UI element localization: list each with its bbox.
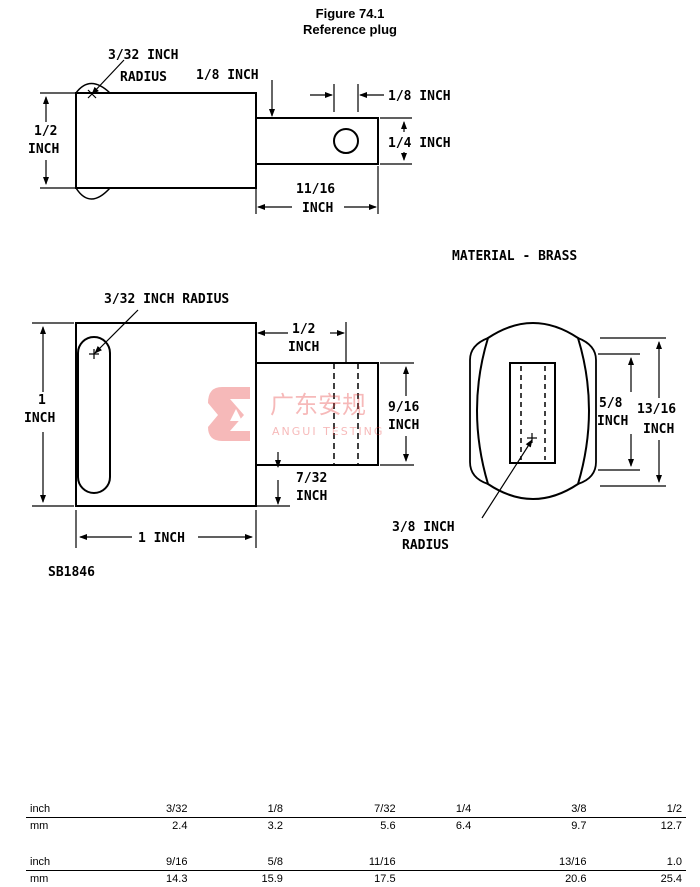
label-thirteen-sixteenths-2: INCH	[643, 422, 674, 437]
conversion-unit: mm	[26, 818, 96, 835]
front-view-body	[76, 323, 256, 506]
top-view-radius-top	[76, 84, 110, 94]
end-view-blade	[510, 363, 555, 463]
conversion-unit: inch	[26, 854, 96, 871]
conversion-value: 3/8	[475, 801, 590, 818]
label-material: MATERIAL - BRASS	[452, 249, 577, 264]
label-thirteen-sixteenths-1: 13/16	[637, 402, 676, 417]
label-radius-end-2: RADIUS	[402, 538, 449, 553]
conversion-value: 11/16	[287, 854, 400, 871]
label-half-inch-left-2: INCH	[28, 142, 59, 157]
label-five-eighths-1: 5/8	[599, 396, 623, 411]
conversion-value: 9.7	[475, 818, 590, 835]
end-view-right-rim	[578, 338, 596, 484]
label-seven-thirtyseconds-1: 7/32	[296, 471, 327, 486]
front-view-blade	[256, 363, 378, 465]
conversion-value: 1/8	[191, 801, 286, 818]
conversion-value: 7/32	[287, 801, 400, 818]
conversion-value	[400, 854, 476, 871]
label-seven-thirtyseconds-2: INCH	[296, 489, 327, 504]
label-radius-top-1: 3/32 INCH	[108, 48, 178, 63]
reference-plug-drawing: 3/32 INCH RADIUS 1/8 INCH 1/8 INCH 1/2 I…	[0, 0, 700, 600]
label-part-number: SB1846	[48, 565, 95, 580]
top-view-blade-hole	[334, 129, 358, 153]
label-half-inch-top-2: INCH	[288, 340, 319, 355]
label-nine-sixteenths-1: 9/16	[388, 400, 419, 415]
label-quarter-inch: 1/4 INCH	[388, 136, 451, 151]
label-one-inch-left-1: 1	[38, 393, 46, 408]
label-eleven-sixteenths-2: INCH	[302, 201, 333, 216]
conversion-value: 1.0	[590, 854, 686, 871]
label-eighth-inch-left: 1/8 INCH	[196, 68, 259, 83]
label-eleven-sixteenths-1: 11/16	[296, 182, 335, 197]
conversion-value: 2.4	[96, 818, 191, 835]
label-nine-sixteenths-2: INCH	[388, 418, 419, 433]
end-view-outline	[477, 323, 589, 499]
label-radius-mid: 3/32 INCH RADIUS	[104, 292, 229, 307]
conversion-spacer	[26, 834, 686, 854]
conversion-value: 9/16	[96, 854, 191, 871]
label-half-inch-top-1: 1/2	[292, 322, 315, 337]
conversion-value: 3/32	[96, 801, 191, 818]
conversion-unit: inch	[26, 801, 96, 818]
end-view-left-rim	[470, 338, 488, 484]
label-radius-end-1: 3/8 INCH	[392, 520, 455, 535]
conversion-value: 3.2	[191, 818, 286, 835]
label-eighth-inch-right: 1/8 INCH	[388, 89, 451, 104]
conversion-value: 1/2	[590, 801, 686, 818]
conversion-value: 5.6	[287, 818, 400, 835]
conversion-value: 13/16	[475, 854, 590, 871]
conversion-value: 1/4	[400, 801, 476, 818]
label-one-inch-bottom: 1 INCH	[138, 531, 185, 546]
top-view-blade	[256, 118, 378, 164]
top-view-radius-bottom	[76, 188, 110, 199]
top-view-body	[76, 93, 256, 188]
front-view-slot	[78, 337, 110, 493]
conversion-value: 6.4	[400, 818, 476, 835]
conversion-value: 5/8	[191, 854, 286, 871]
label-one-inch-left-2: INCH	[24, 411, 55, 426]
label-half-inch-left-1: 1/2	[34, 124, 57, 139]
label-five-eighths-2: INCH	[597, 414, 628, 429]
label-radius-top-2: RADIUS	[120, 70, 167, 85]
conversion-value: 12.7	[590, 818, 686, 835]
